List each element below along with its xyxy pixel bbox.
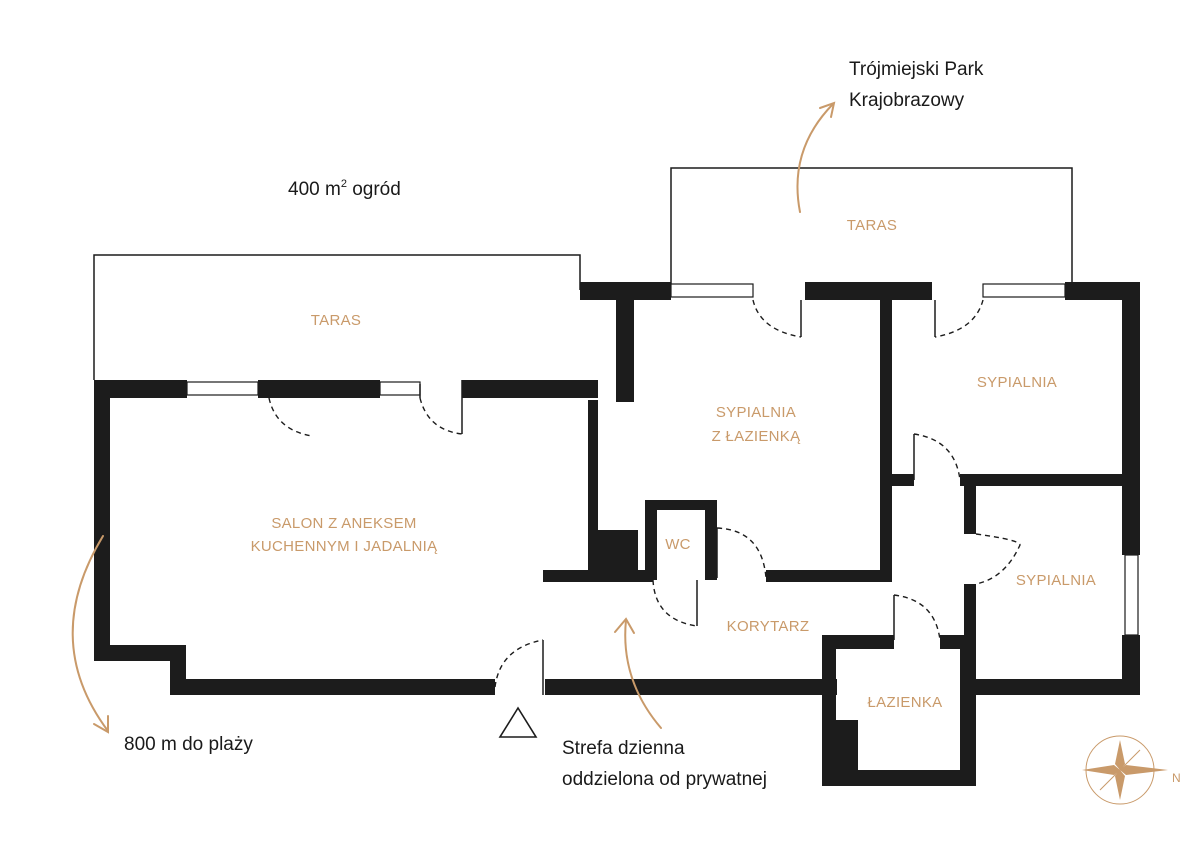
accent-arrows xyxy=(71,101,836,734)
zone-note-line2: oddzielona od prywatnej xyxy=(562,769,767,790)
entrance-triangle-icon xyxy=(498,706,538,738)
bedroom-bath-label-line2: Z ŁAZIENKĄ xyxy=(712,428,802,445)
terrace-top-label: TARAS xyxy=(847,217,897,234)
zone-arrow xyxy=(624,619,662,729)
wc-label: WC xyxy=(665,536,691,553)
terrace-top-outline xyxy=(670,167,1073,290)
beach-arrow xyxy=(71,535,109,732)
walls xyxy=(94,282,1140,786)
bathroom-label: ŁAZIENKA xyxy=(868,694,943,711)
salon-label-line1: SALON Z ANEKSEM xyxy=(271,515,416,532)
bedroom-bath-label-line1: SYPIALNIA xyxy=(716,404,796,421)
bedroom-right-top-label: SYPIALNIA xyxy=(977,374,1057,391)
room-labels: TARAS TARAS SALON Z ANEKSEM KUCHENNYM I … xyxy=(251,217,1096,711)
beach-note: 800 m do plaży xyxy=(124,734,253,755)
windows xyxy=(186,283,1139,636)
zone-note-line1: Strefa dzienna xyxy=(562,738,685,759)
corridor-label: KORYTARZ xyxy=(727,618,810,635)
park-note-line2: Krajobrazowy xyxy=(849,90,965,111)
terrace-left-label: TARAS xyxy=(311,312,361,329)
garden-note: 400 m2 ogród xyxy=(288,178,401,200)
park-arrow xyxy=(796,103,834,213)
park-note-line1: Trójmiejski Park xyxy=(849,59,984,80)
doors xyxy=(268,299,1021,695)
compass-rose-icon: N xyxy=(1082,735,1181,805)
terrace-left-outline xyxy=(93,254,581,380)
notes: 400 m2 ogród Trójmiejski Park Krajobrazo… xyxy=(124,59,984,790)
bedroom-right-mid-label: SYPIALNIA xyxy=(1016,572,1096,589)
compass-north-label: N xyxy=(1172,771,1181,785)
salon-label-line2: KUCHENNYM I JADALNIĄ xyxy=(251,538,439,555)
